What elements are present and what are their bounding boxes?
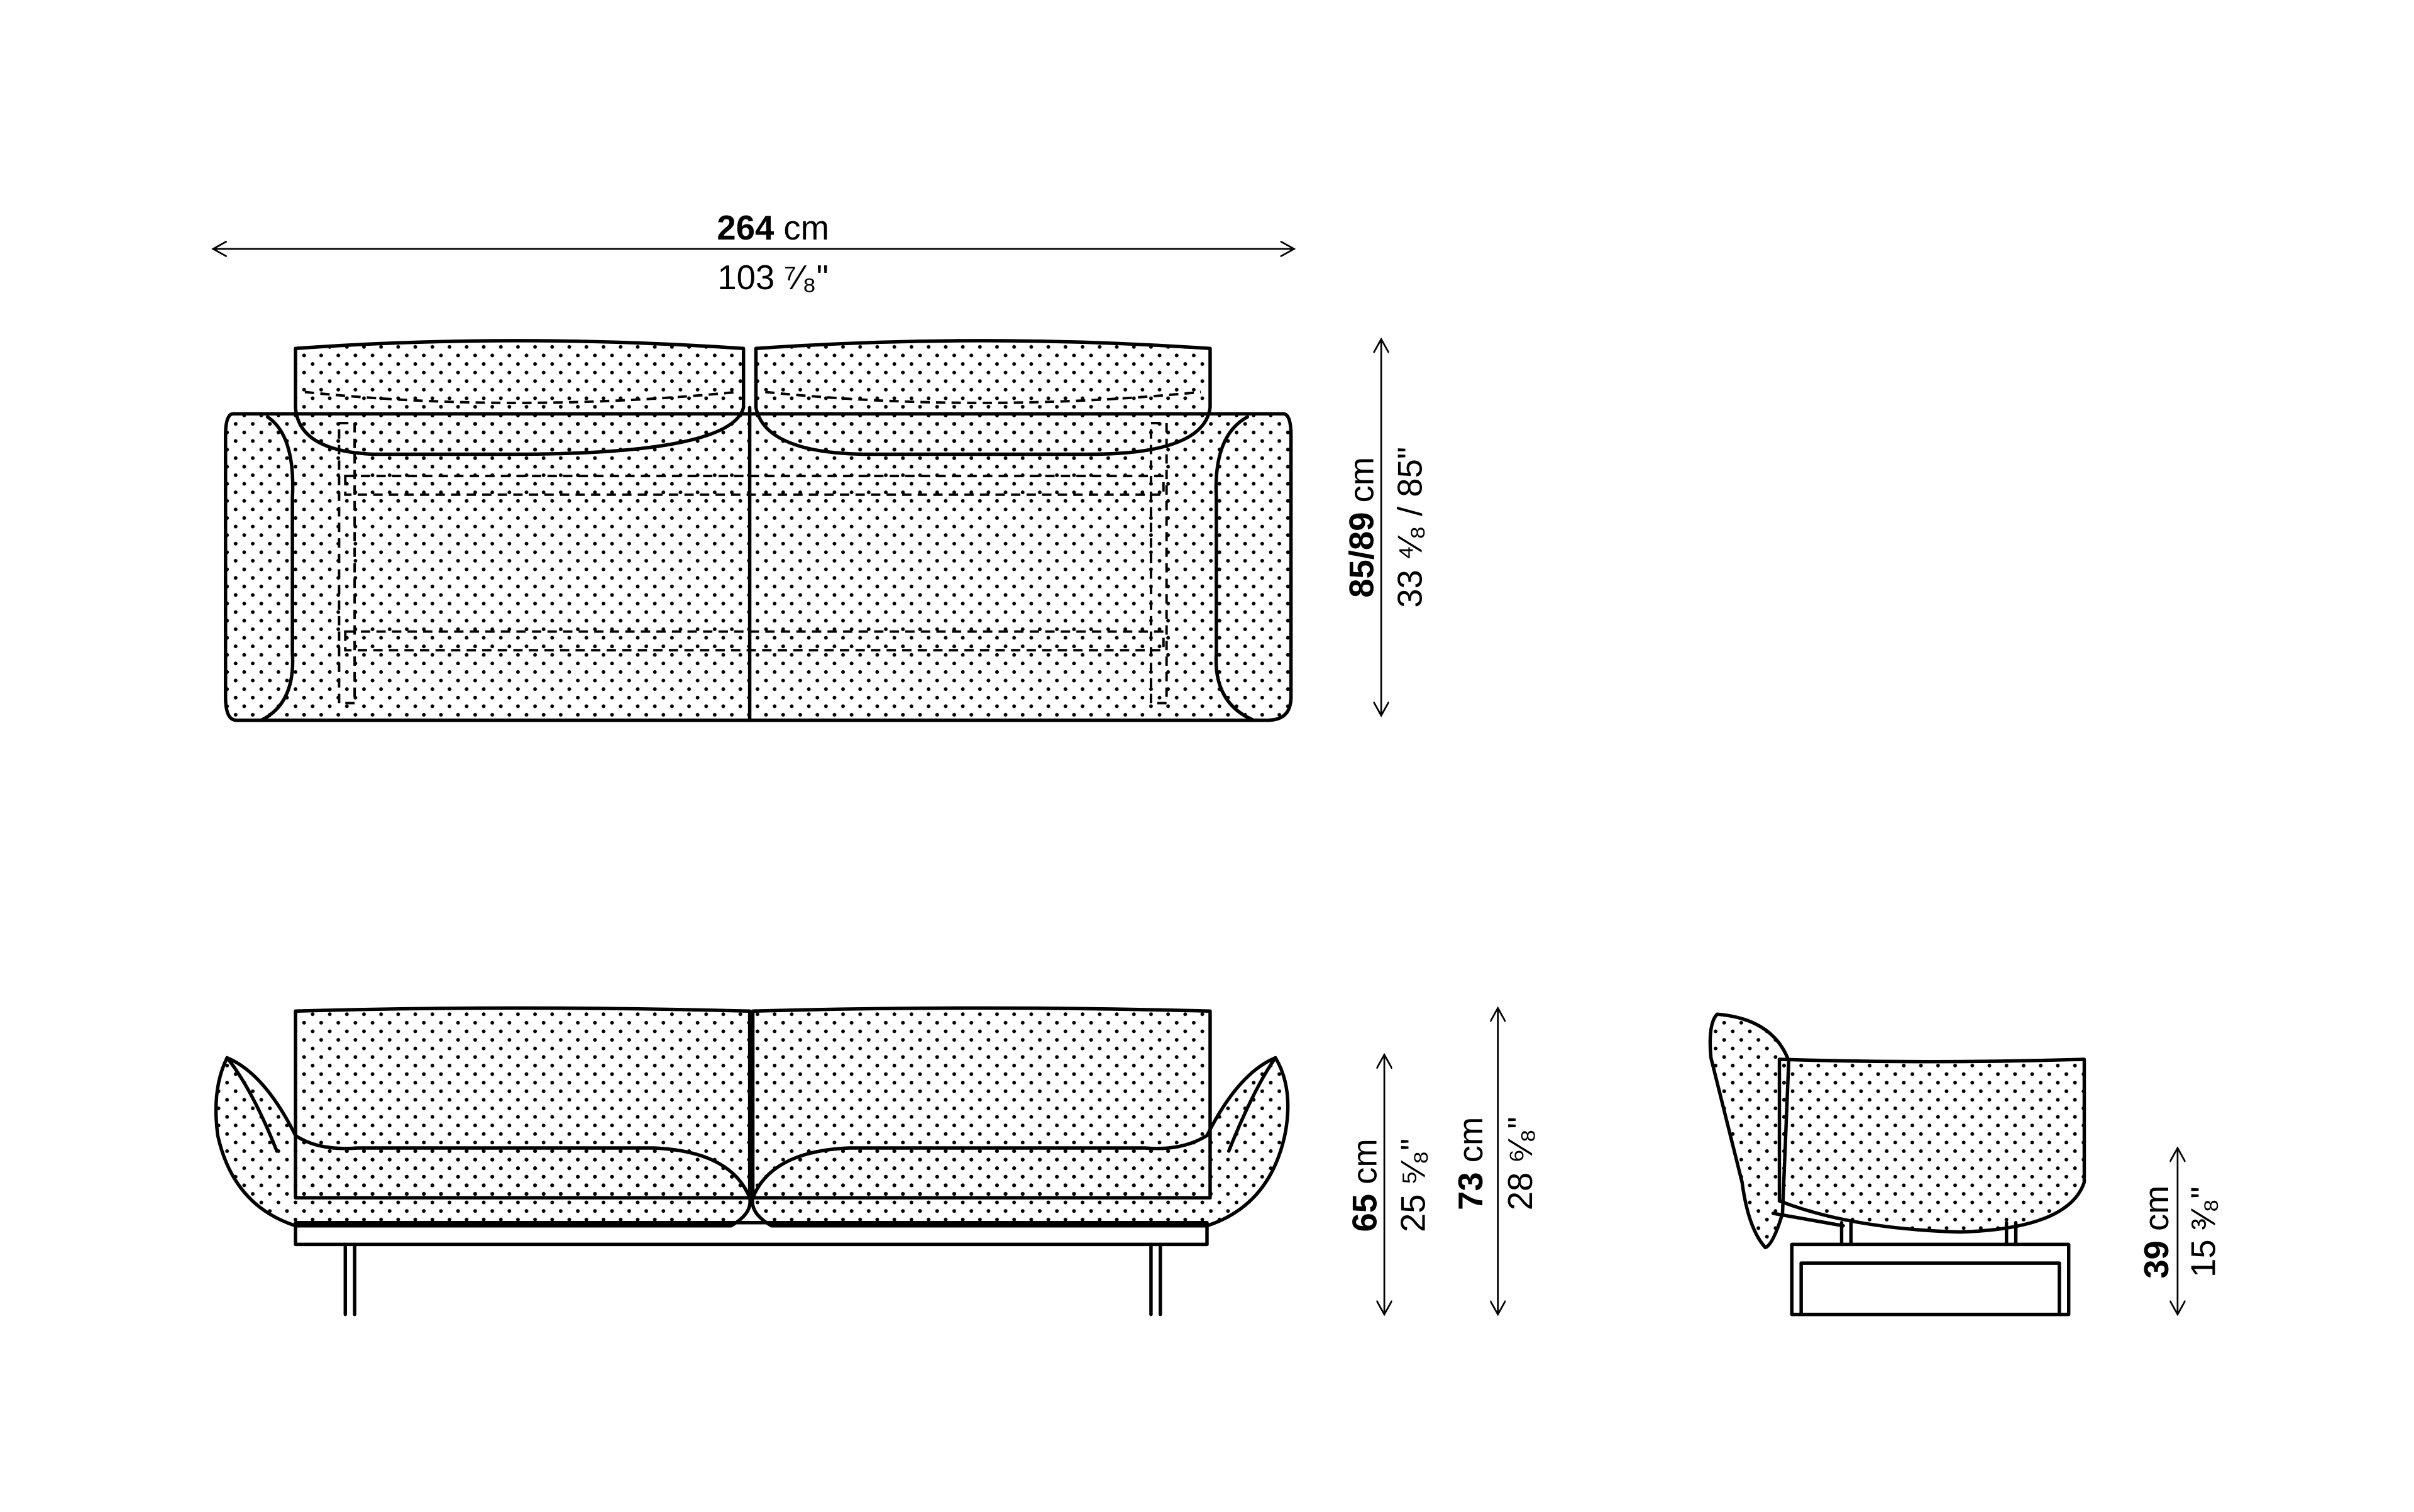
- top-view: [224, 339, 1293, 722]
- depth-dimension: 85/89 cm 33 ⁴⁄₈ / 85": [1343, 339, 1429, 715]
- side-view: [1708, 1012, 2086, 1316]
- leg-height-imperial: 15 ³⁄₈": [2184, 1186, 2222, 1277]
- seat-height-label: 65 cm: [1346, 1139, 1384, 1232]
- leg-height-label: 39 cm: [2137, 1186, 2176, 1279]
- leg-height-dimension: 39 cm 15 ³⁄₈": [2137, 1148, 2222, 1315]
- depth-label: 85/89 cm: [1343, 457, 1381, 598]
- total-height-imperial: 28 ⁶⁄₈": [1501, 1117, 1540, 1210]
- front-view: [214, 1006, 1290, 1316]
- total-height-label: 73 cm: [1452, 1117, 1490, 1210]
- width-imperial: 103 ⁷⁄₈": [717, 258, 829, 297]
- depth-imperial: 33 ⁴⁄₈ / 85": [1391, 447, 1429, 608]
- width-dimension: 264 cm 103 ⁷⁄₈": [213, 209, 1294, 297]
- seat-height-dimension: 65 cm 25 ⁵⁄₈": [1346, 1055, 1432, 1315]
- total-height-dimension: 73 cm 28 ⁶⁄₈": [1452, 1008, 1540, 1314]
- seat-height-imperial: 25 ⁵⁄₈": [1394, 1139, 1432, 1232]
- width-label: 264 cm: [717, 209, 829, 247]
